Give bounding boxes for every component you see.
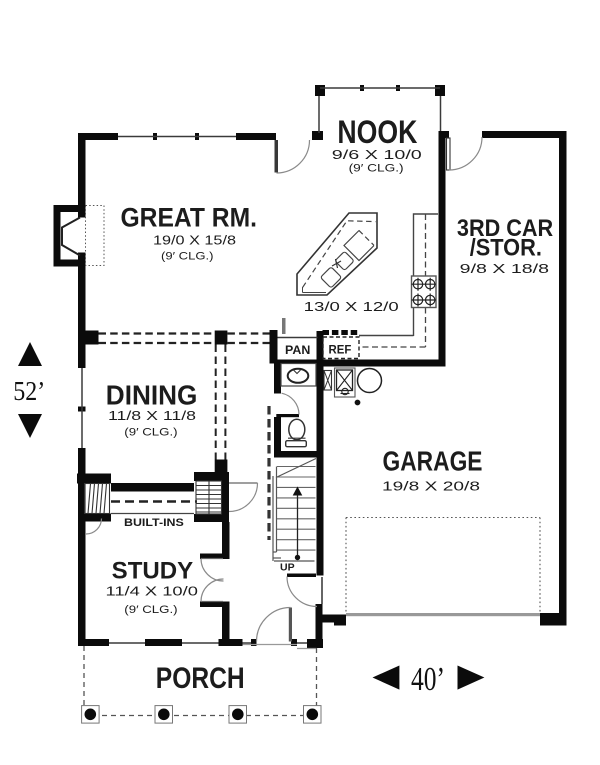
svg-text:40’: 40’ — [411, 661, 445, 698]
svg-text:REF: REF — [329, 344, 352, 356]
svg-text:9/8 X 18/8: 9/8 X 18/8 — [460, 262, 549, 276]
svg-text:9/6 X 10/0: 9/6 X 10/0 — [332, 148, 422, 162]
svg-text:19/8 X 20/8: 19/8 X 20/8 — [382, 479, 480, 493]
svg-text:(9′ CLG.): (9′ CLG.) — [124, 604, 177, 616]
svg-text:STUDY: STUDY — [112, 557, 194, 584]
svg-text:(9′ CLG.): (9′ CLG.) — [349, 163, 404, 175]
svg-text:3RD CAR: 3RD CAR — [457, 215, 553, 242]
svg-text:11/4 X 10/0: 11/4 X 10/0 — [106, 585, 198, 599]
svg-text:/STOR.: /STOR. — [470, 235, 542, 262]
svg-text:GARAGE: GARAGE — [383, 446, 483, 477]
svg-text:BUILT-INS: BUILT-INS — [124, 517, 184, 529]
svg-text:19/0 X 15/8: 19/0 X 15/8 — [153, 233, 236, 247]
svg-text:NOOK: NOOK — [337, 114, 417, 150]
svg-text:52’: 52’ — [13, 376, 45, 406]
svg-text:DINING: DINING — [106, 379, 198, 410]
svg-text:(9′ CLG.): (9′ CLG.) — [161, 250, 214, 262]
svg-text:PORCH: PORCH — [156, 662, 245, 695]
svg-text:PAN: PAN — [285, 345, 310, 357]
svg-text:11/8 X 11/8: 11/8 X 11/8 — [108, 409, 196, 423]
svg-text:UP: UP — [280, 562, 295, 574]
svg-text:GREAT RM.: GREAT RM. — [121, 203, 258, 233]
svg-text:(9′ CLG.): (9′ CLG.) — [124, 427, 177, 439]
svg-text:13/0 X 12/0: 13/0 X 12/0 — [304, 300, 399, 314]
